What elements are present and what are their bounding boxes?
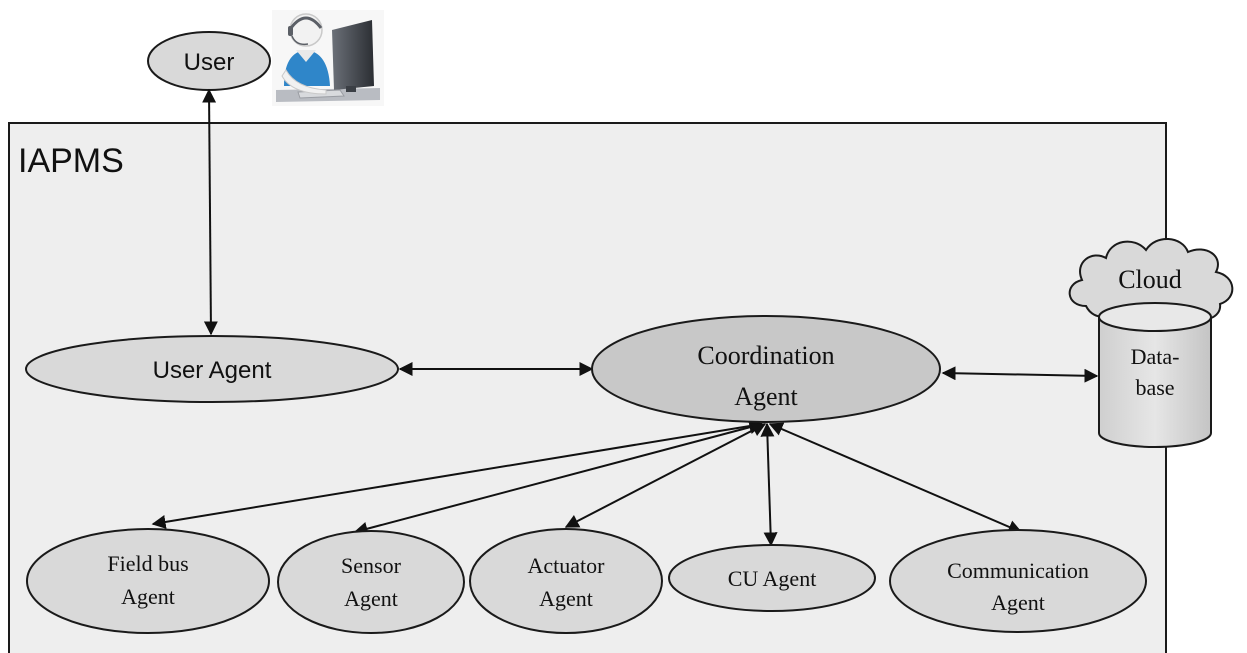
sensor-agent-node	[277, 530, 465, 634]
coordination-agent-line1: Coordination	[697, 341, 834, 370]
communication-agent-line2: Agent	[991, 590, 1045, 615]
user-agent-label: User Agent	[153, 357, 272, 384]
actuator-agent-node	[469, 528, 663, 634]
fieldbus-agent-line2: Agent	[121, 584, 175, 609]
coordination-agent-line2: Agent	[734, 382, 798, 411]
link-coordination-actuator	[564, 423, 767, 528]
user-label: User	[184, 49, 235, 76]
communication-agent-line1: Communication	[947, 558, 1089, 583]
user-agent-node	[25, 335, 399, 403]
link-user-useragent	[202, 88, 218, 336]
database-line2: base	[1135, 375, 1174, 400]
coordination-agent-node	[591, 315, 941, 423]
actuator-agent-line1: Actuator	[528, 553, 606, 578]
communication-agent-node	[889, 529, 1147, 633]
iapms-label: IAPMS	[18, 142, 124, 180]
fieldbus-agent-node	[26, 528, 270, 634]
user-at-computer-icon	[272, 10, 384, 106]
fieldbus-agent-line1: Field bus	[107, 551, 188, 576]
actuator-agent-line2: Agent	[539, 586, 593, 611]
sensor-agent-line2: Agent	[344, 586, 398, 611]
cu-agent-label: CU Agent	[728, 566, 817, 591]
cloud-label: Cloud	[1118, 265, 1182, 294]
link-coordination-database	[941, 366, 1099, 383]
link-coordination-communication	[768, 422, 1023, 534]
database-cylinder	[1098, 302, 1212, 448]
sensor-agent-line1: Sensor	[341, 553, 402, 578]
database-line1: Data-	[1131, 344, 1180, 369]
cu-agent-node	[668, 544, 876, 612]
